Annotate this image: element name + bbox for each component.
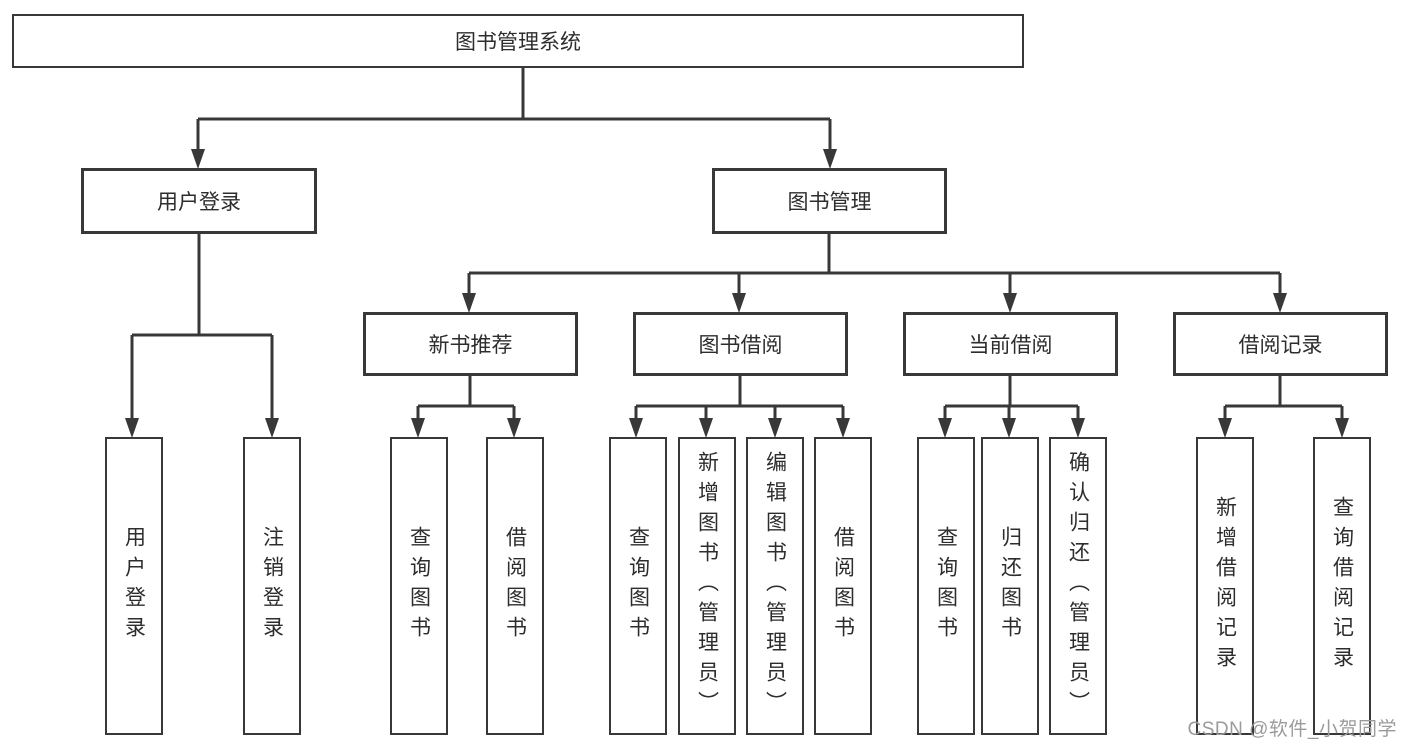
- node-user-login: 用户登录: [81, 168, 317, 234]
- node-book-borrow: 图书借阅: [633, 312, 848, 376]
- node-book-management: 图书管理: [712, 168, 947, 234]
- leaf-confirm-return-admin-label: 确认归还（管理员）: [1066, 451, 1090, 721]
- leaf-logout-label: 注销登录: [260, 526, 284, 646]
- leaf-query-borrow-record: 查询借阅记录: [1313, 437, 1371, 735]
- leaf-query-books-2-label: 查询图书: [626, 526, 650, 646]
- leaf-query-books-1-label: 查询图书: [407, 526, 431, 646]
- node-current-borrow: 当前借阅: [903, 312, 1118, 376]
- leaf-borrow-books-2-label: 借阅图书: [831, 526, 855, 646]
- connector-user-login: [130, 234, 274, 421]
- node-borrow-records: 借阅记录: [1173, 312, 1388, 376]
- connector-current-borrow: [943, 376, 1080, 421]
- leaf-query-books-2: 查询图书: [609, 437, 667, 735]
- connector-book-management: [467, 233, 1282, 296]
- leaf-add-borrow-record: 新增借阅记录: [1196, 437, 1254, 735]
- node-current-borrow-label: 当前借阅: [968, 334, 1053, 357]
- leaf-borrow-books-1: 借阅图书: [486, 437, 544, 735]
- leaf-query-borrow-record-label: 查询借阅记录: [1330, 496, 1354, 676]
- connector-book-borrow: [634, 376, 845, 421]
- node-user-login-label: 用户登录: [157, 191, 241, 214]
- node-book-management-label: 图书管理: [787, 191, 872, 214]
- leaf-logout: 注销登录: [243, 437, 301, 735]
- leaf-user-login-label: 用户登录: [122, 526, 146, 646]
- node-new-book-recommend: 新书推荐: [363, 312, 578, 376]
- leaf-borrow-books-1-label: 借阅图书: [503, 526, 527, 646]
- connector-root-trunk: [196, 67, 832, 152]
- csdn-watermark: CSDN @软件_小贺同学: [1187, 719, 1397, 740]
- leaf-borrow-books-2: 借阅图书: [814, 437, 872, 735]
- leaf-add-books-admin-label: 新增图书（管理员）: [695, 451, 719, 721]
- node-borrow-records-label: 借阅记录: [1238, 334, 1323, 357]
- node-root: 图书管理系统: [12, 14, 1024, 68]
- leaf-add-books-admin: 新增图书（管理员）: [678, 437, 736, 735]
- leaf-user-login: 用户登录: [105, 437, 163, 735]
- leaf-query-books-3: 查询图书: [917, 437, 975, 735]
- node-new-book-recommend-label: 新书推荐: [428, 334, 513, 357]
- leaf-return-books: 归还图书: [981, 437, 1039, 735]
- leaf-edit-books-admin: 编辑图书（管理员）: [746, 437, 804, 735]
- leaf-return-books-label: 归还图书: [998, 526, 1022, 646]
- node-book-borrow-label: 图书借阅: [698, 334, 783, 357]
- node-root-label: 图书管理系统: [455, 31, 581, 54]
- leaf-query-books-3-label: 查询图书: [934, 526, 958, 646]
- leaf-edit-books-admin-label: 编辑图书（管理员）: [763, 451, 787, 721]
- leaf-confirm-return-admin: 确认归还（管理员）: [1049, 437, 1107, 735]
- connector-new-book: [416, 376, 516, 421]
- leaf-add-borrow-record-label: 新增借阅记录: [1213, 496, 1237, 676]
- connector-borrow-records: [1223, 376, 1344, 421]
- leaf-query-books-1: 查询图书: [390, 437, 448, 735]
